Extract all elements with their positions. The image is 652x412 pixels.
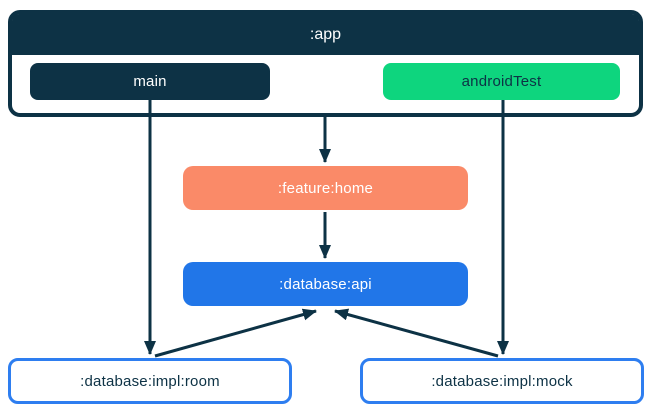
node-database-impl-mock: :database:impl:mock [360, 358, 644, 404]
node-database-impl-mock-label: :database:impl:mock [431, 372, 573, 390]
node-database-impl-room: :database:impl:room [8, 358, 292, 404]
node-feature-home-label: :feature:home [277, 179, 374, 197]
edge-database-impl-room-to-database-api [154, 308, 317, 358]
node-database-api: :database:api [183, 262, 468, 306]
node-database-impl-room-label: :database:impl:room [80, 372, 220, 390]
app-module-header: :app [12, 14, 639, 55]
edge-database-impl-mock-to-database-api [334, 308, 499, 358]
app-module-label: :app [309, 25, 342, 43]
node-main-label: main [133, 73, 167, 90]
node-android-test: androidTest [383, 63, 620, 100]
node-feature-home: :feature:home [183, 166, 468, 210]
node-main: main [30, 63, 270, 100]
node-database-api-label: :database:api [279, 275, 372, 293]
node-android-test-label: androidTest [461, 73, 542, 90]
